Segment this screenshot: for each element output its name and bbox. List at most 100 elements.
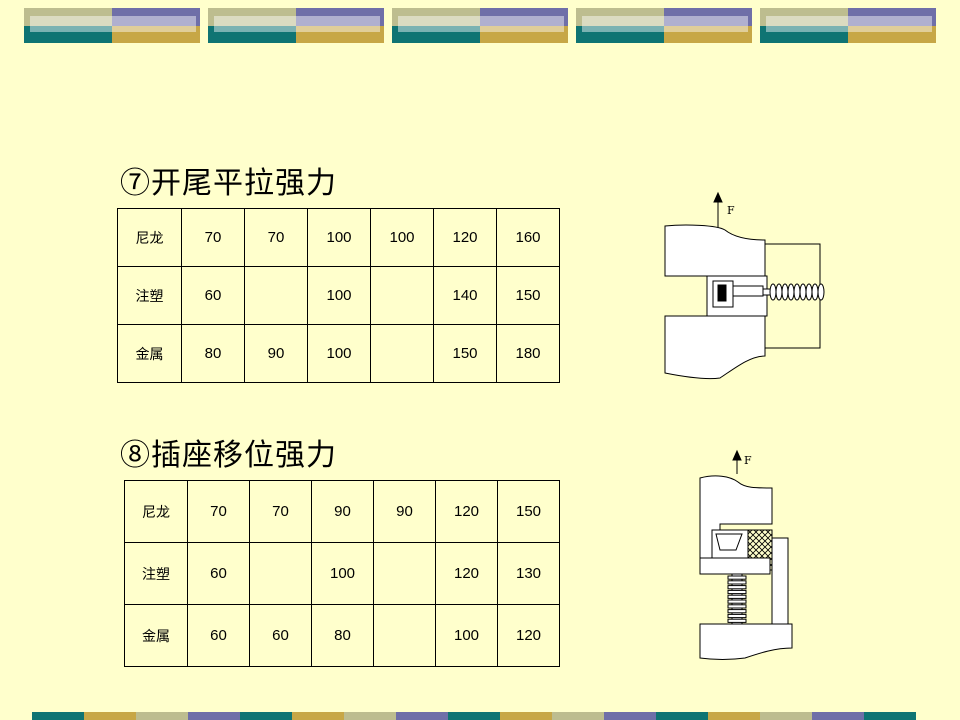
force-arrowhead [732,449,742,461]
banner-tile [664,8,752,26]
footer-tile [708,712,760,720]
banner-tile [392,26,480,43]
zipper-tooth [805,283,813,301]
lower-clamp [664,315,766,380]
banner-tile [24,8,112,26]
table-cell: 100 [307,266,371,325]
table-cell [373,604,436,667]
table-cell: 140 [433,266,497,325]
zipper-tooth [727,599,747,604]
table-cell: 100 [435,604,498,667]
banner-tile [848,8,936,26]
row-label: 注塑 [117,266,182,325]
footer-tile [84,712,136,720]
section-7-table: 尼龙 70 70 100 100 120 160 注塑 60 100 140 1… [117,208,560,383]
banner-tile [480,8,568,26]
zipper-tooth [799,283,807,301]
table-cell: 130 [497,542,560,605]
banner-tile [576,8,664,26]
row-label: 尼龙 [117,208,182,267]
table-cell: 100 [307,324,371,383]
table-cell: 100 [370,208,434,267]
row-label: 金属 [124,604,188,667]
banner-tile [296,8,384,26]
banner-tile [480,26,568,43]
section-8-table: 尼龙 70 70 90 90 120 150 注塑 60 100 120 130… [124,480,560,667]
footer-tile [240,712,292,720]
table-cell: 180 [496,324,560,383]
banner-highlight [30,16,196,32]
table-cell: 70 [181,208,245,267]
banner-tile [296,26,384,43]
table-cell [370,266,434,325]
banner-highlight [398,16,564,32]
banner-tile [112,26,200,43]
zipper-tooth [727,618,747,623]
zipper-teeth [727,575,747,623]
side-plate [771,537,789,625]
footer-tile [448,712,500,720]
table-cell [373,542,436,605]
banner-tile [208,26,296,43]
table-cell: 160 [496,208,560,267]
banner-tile [392,8,480,26]
zipper-tooth [727,575,747,580]
table-cell: 90 [373,480,436,543]
table-row: 金属 60 60 80 100 120 [124,604,560,667]
socket-insert [715,533,743,551]
zipper-tooth [769,283,777,301]
table-cell: 60 [187,542,250,605]
footer-tile [656,712,708,720]
force-label: F [727,204,735,217]
banner-tile [760,8,848,26]
table-row: 尼龙 70 70 90 90 120 150 [124,480,560,543]
slider-pin [717,284,727,302]
table-cell: 120 [497,604,560,667]
zipper-teeth [769,283,825,301]
upper-clamp [664,224,766,277]
zipper-tooth [727,609,747,614]
banner-tile [208,8,296,26]
zipper-tooth [811,283,819,301]
zipper-tooth [793,283,801,301]
table-row: 注塑 60 100 120 130 [124,542,560,605]
base-plate [699,557,771,575]
zipper-tooth [727,613,747,619]
zipper-tooth [727,585,747,590]
zipper-tooth [727,604,747,609]
table-cell: 100 [311,542,374,605]
row-label: 注塑 [124,542,188,605]
footer-tile [552,712,604,720]
table-cell: 120 [435,542,498,605]
banner-highlight [582,16,748,32]
table-cell: 70 [244,208,308,267]
footer-tile [136,712,188,720]
footer-tile [760,712,812,720]
footer-tile [32,712,84,720]
table-row: 注塑 60 100 140 150 [117,266,560,325]
section-7-title: ⑦开尾平拉强力 [120,166,337,201]
zipper-tooth [727,594,747,599]
row-label: 尼龙 [124,480,188,543]
zipper-tooth [727,589,747,595]
footer-tile [396,712,448,720]
open-end-pull-diagram: F [664,191,825,380]
banner-tile [576,26,664,43]
table-cell: 120 [435,480,498,543]
bottom-decorative-banner [32,712,916,720]
banner-highlight [214,16,380,32]
banner-tile [112,8,200,26]
table-cell: 90 [311,480,374,543]
banner-tile [24,26,112,43]
footer-tile [188,712,240,720]
table-cell [370,324,434,383]
zipper-tooth [727,580,747,585]
zipper-tooth [781,283,789,301]
table-cell: 60 [249,604,312,667]
footer-tile [500,712,552,720]
top-decorative-banner [24,8,936,43]
table-cell [249,542,312,605]
table-cell: 150 [433,324,497,383]
banner-tile [760,26,848,43]
footer-tile [344,712,396,720]
